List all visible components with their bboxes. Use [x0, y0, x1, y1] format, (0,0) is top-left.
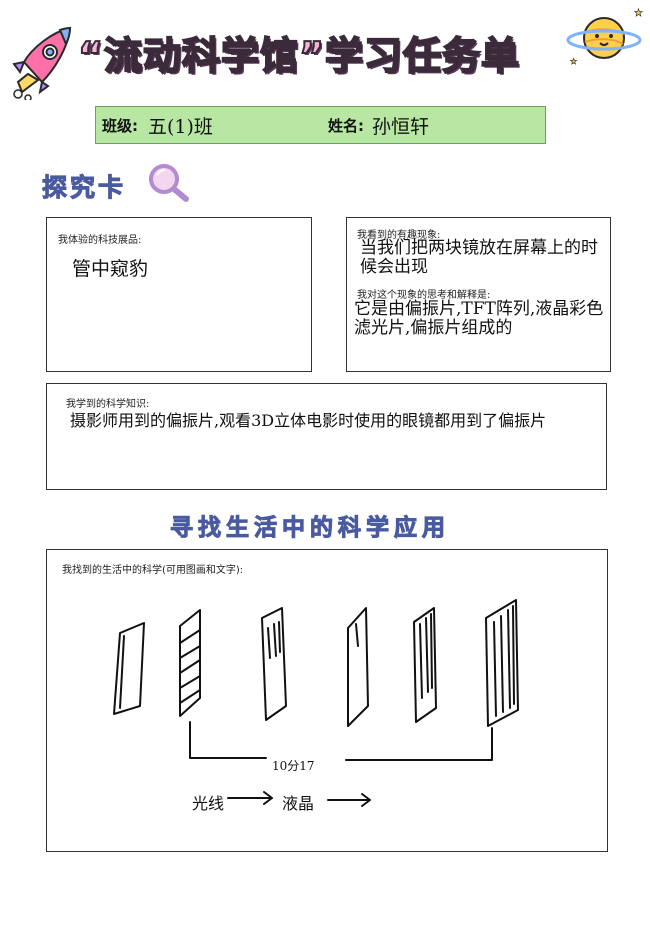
class-label: 班级:: [102, 117, 138, 135]
exhibit-prompt: 我体验的科技展品:: [58, 235, 142, 246]
card-phenomenon: [346, 217, 611, 372]
svg-text:★: ★: [570, 57, 577, 66]
card-exhibit: [46, 217, 312, 372]
drawing-panel: [413, 607, 437, 723]
name-value: 孙恒轩: [372, 116, 430, 138]
section-heading-explore: 探究卡: [41, 173, 127, 203]
explanation-answer: 它是由偏振片,TFT阵列,液晶彩色滤光片,偏振片组成的: [354, 299, 604, 338]
knowledge-answer: 摄影师用到的偏振片,观看3D立体电影时使用的眼镜都用到了偏振片: [70, 411, 547, 430]
explanation-prompt: 我对这个现象的思考和解释是:: [357, 290, 491, 301]
drawing-label-lcd: 液晶: [282, 794, 315, 813]
polarizer-drawing: [113, 599, 519, 807]
drawing-label-time: 10分17: [272, 759, 315, 773]
drawing-label-light: 光线: [192, 794, 225, 813]
class-value: 五(1)班: [148, 116, 213, 138]
magnifier-icon: [149, 164, 189, 202]
name-label: 姓名:: [328, 117, 364, 135]
knowledge-prompt: 我学到的科学知识:: [66, 399, 150, 410]
planet-icon: ★ ★: [566, 8, 643, 66]
drawing-panel: [261, 607, 287, 721]
phenomenon-prompt: 我看到的有趣现象:: [357, 230, 441, 241]
life-science-prompt: 我找到的生活中的科学(可用图画和文字):: [62, 565, 244, 576]
drawing-panel: [347, 607, 369, 727]
svg-text:★: ★: [634, 8, 643, 19]
page-title: “流动科学馆”学习任务单: [77, 33, 520, 79]
drawing-panel: [485, 599, 519, 727]
section-heading-life: 寻找生活中的科学应用: [170, 515, 450, 542]
card-knowledge: [46, 383, 607, 490]
drawing-panel: [179, 609, 201, 717]
info-bar: [95, 106, 546, 144]
rocket-icon: [12, 26, 72, 100]
exhibit-answer: 管中窥豹: [72, 258, 149, 280]
drawing-panel: [113, 622, 145, 715]
phenomenon-answer: 当我们把两块镜放在屏幕上的时候会出现: [360, 238, 598, 277]
